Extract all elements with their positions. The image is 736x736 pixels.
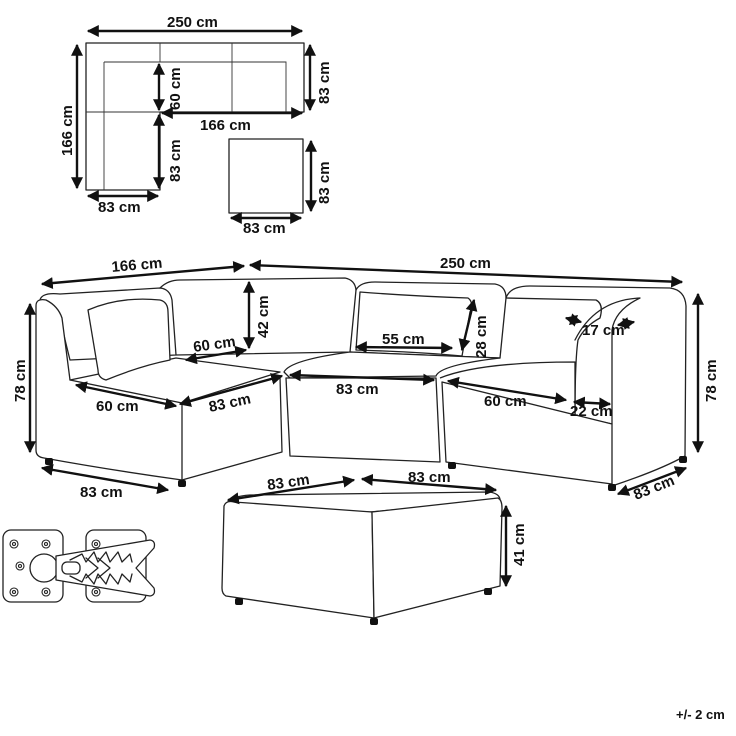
main-height-left-label: 78 cm (12, 359, 29, 402)
top-bottom-width-label: 83 cm (98, 199, 141, 216)
main-pillow-height-label: 28 cm (473, 315, 490, 358)
ottoman-dimension-lines (226, 473, 512, 588)
left-pillow (87, 298, 171, 381)
main-view-dimension-lines (24, 259, 704, 496)
top-view-dimension-lines (71, 25, 317, 224)
top-inner-depth-label: 60 cm (167, 67, 184, 110)
main-seat-depth-left-label: 60 cm (96, 398, 139, 415)
main-module-width-middle-label: 83 cm (336, 381, 379, 398)
top-ottoman-width-label: 83 cm (243, 220, 286, 237)
sofa-feet (45, 456, 687, 491)
ottoman-height-label: 41 cm (511, 523, 528, 566)
main-base-width-left-label: 83 cm (80, 484, 123, 501)
main-left-width-label: 166 cm (111, 255, 163, 276)
ottoman-width-left-label: 83 cm (266, 471, 310, 494)
top-depth-right-label: 83 cm (316, 61, 333, 104)
main-backrest-height-label: 42 cm (255, 295, 272, 338)
main-height-right-label: 78 cm (703, 359, 720, 402)
top-width-label: 250 cm (167, 14, 218, 31)
main-pillow-width-label: 55 cm (382, 331, 425, 348)
connector-clip-illustration (2, 529, 156, 603)
ottoman-drawing (221, 491, 503, 625)
main-arm-depth-label: 22 cm (570, 403, 613, 420)
main-seat-depth-right-label: 60 cm (484, 393, 527, 410)
main-armrest-width-label: 17 cm (582, 322, 625, 339)
top-ottoman-depth-label: 83 cm (316, 161, 333, 204)
top-height-left-label: 166 cm (59, 105, 76, 156)
ottoman-width-right-label: 83 cm (408, 469, 451, 486)
top-inner-width-label: 166 cm (200, 117, 251, 134)
tolerance-note: +/- 2 cm (676, 707, 725, 722)
top-view-plan (85, 42, 305, 214)
main-total-width-label: 250 cm (440, 255, 491, 272)
sofa-perspective-drawing (35, 277, 687, 487)
top-lower-depth-label: 83 cm (167, 139, 184, 182)
main-seat-depth-corner-label: 60 cm (192, 333, 236, 356)
